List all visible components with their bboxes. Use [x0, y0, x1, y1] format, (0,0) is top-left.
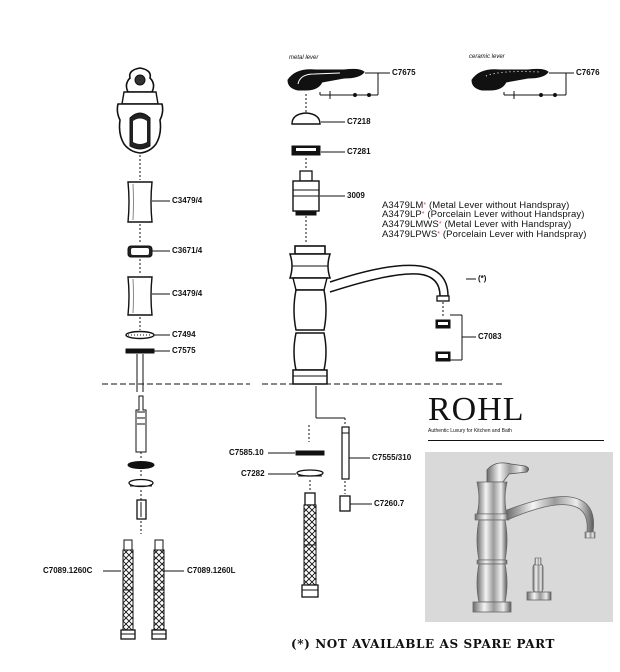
model-code: A3479LPWS — [382, 229, 438, 240]
model-code: A3479LM — [382, 200, 424, 211]
model-star: * — [437, 231, 441, 238]
model-desc: (Metal Lever with Handspray) — [444, 219, 572, 230]
ring-c3671 — [127, 245, 153, 258]
rohl-logo: ROHL Authentic Luxury for Kitchen and Ba… — [428, 391, 525, 435]
hose-c7089-left — [120, 539, 136, 640]
label-c7083: C7083 — [478, 332, 502, 341]
faucet-body — [288, 245, 450, 385]
caption-ceramic-lever: ceramic lever — [469, 54, 505, 60]
model-line: A3479LM* (Metal Lever without Handspray) — [382, 201, 569, 211]
label-c7675: C7675 — [392, 68, 416, 77]
label-c7089-right: C7089.1260L — [187, 566, 236, 575]
rod-c7555 — [341, 426, 350, 480]
washer-c7494 — [125, 330, 155, 340]
nut-c7281 — [291, 145, 321, 156]
caption-metal-lever: metal lever — [289, 55, 319, 61]
logo-divider — [428, 440, 604, 441]
label-c3479-top: C3479/4 — [172, 196, 203, 205]
metal-lever-handle — [287, 68, 365, 91]
model-code: A3479LP — [382, 209, 422, 220]
label-spout-note: (*) — [478, 274, 487, 283]
washer-c7282 — [296, 469, 324, 477]
model-code: A3479LMWS — [382, 219, 439, 230]
washer-c7585 — [295, 450, 325, 456]
washer-c7575 — [125, 348, 155, 354]
label-c7494: C7494 — [172, 330, 196, 339]
product-photo — [425, 452, 613, 622]
left-washer-ring — [128, 478, 154, 488]
nut-c7260 — [339, 495, 351, 512]
logo-tagline: Authentic Luxury for Kitchen and Bath — [428, 428, 512, 434]
label-c7282: C7282 — [241, 469, 265, 478]
model-desc: (Porcelain Lever without Handspray) — [427, 209, 585, 220]
label-c3479-mid: C3479/4 — [172, 289, 203, 298]
left-washer-black — [127, 461, 155, 469]
aerator-c7083 — [435, 319, 451, 362]
model-line: A3479LMWS* (Metal Lever with Handspray) — [382, 220, 571, 230]
label-3009: 3009 — [347, 191, 365, 200]
label-c7555: C7555/310 — [372, 453, 412, 462]
label-c7089-left: C7089.1260C — [43, 566, 93, 575]
label-c7281: C7281 — [347, 147, 371, 156]
label-c7676: C7676 — [576, 68, 600, 77]
spare-part-footnote: (*) NOT AVAILABLE AS SPARE PART — [291, 637, 556, 651]
model-line: A3479LP* (Porcelain Lever without Handsp… — [382, 210, 585, 220]
model-star: * — [438, 221, 442, 228]
logo-wordmark: ROHL — [428, 391, 525, 428]
model-star: * — [423, 202, 427, 209]
label-c7585: C7585.10 — [229, 448, 264, 457]
model-line: A3479LPWS* (Porcelain Lever with Handspr… — [382, 230, 587, 240]
label-c3671: C3671/4 — [172, 246, 203, 255]
ceramic-lever-handle — [471, 68, 549, 91]
hose-c7089-right — [151, 539, 167, 640]
model-star: * — [421, 211, 425, 218]
label-c7260: C7260.7 — [374, 499, 405, 508]
sleeve-c3479-top — [127, 181, 153, 223]
faucet-photo-illustration — [472, 462, 596, 613]
model-desc: (Porcelain Lever with Handspray) — [442, 229, 587, 240]
hose-center — [301, 492, 319, 598]
left-nut — [136, 499, 147, 520]
left-faucet-head-side-view — [116, 67, 164, 154]
left-mounting-rod — [135, 395, 147, 453]
cartridge-3009 — [292, 170, 320, 216]
cap-c7218 — [291, 112, 321, 125]
label-c7575: C7575 — [172, 346, 196, 355]
label-c7218: C7218 — [347, 117, 371, 126]
sleeve-c3479-mid — [127, 276, 153, 316]
model-desc: (Metal Lever without Handspray) — [428, 200, 570, 211]
